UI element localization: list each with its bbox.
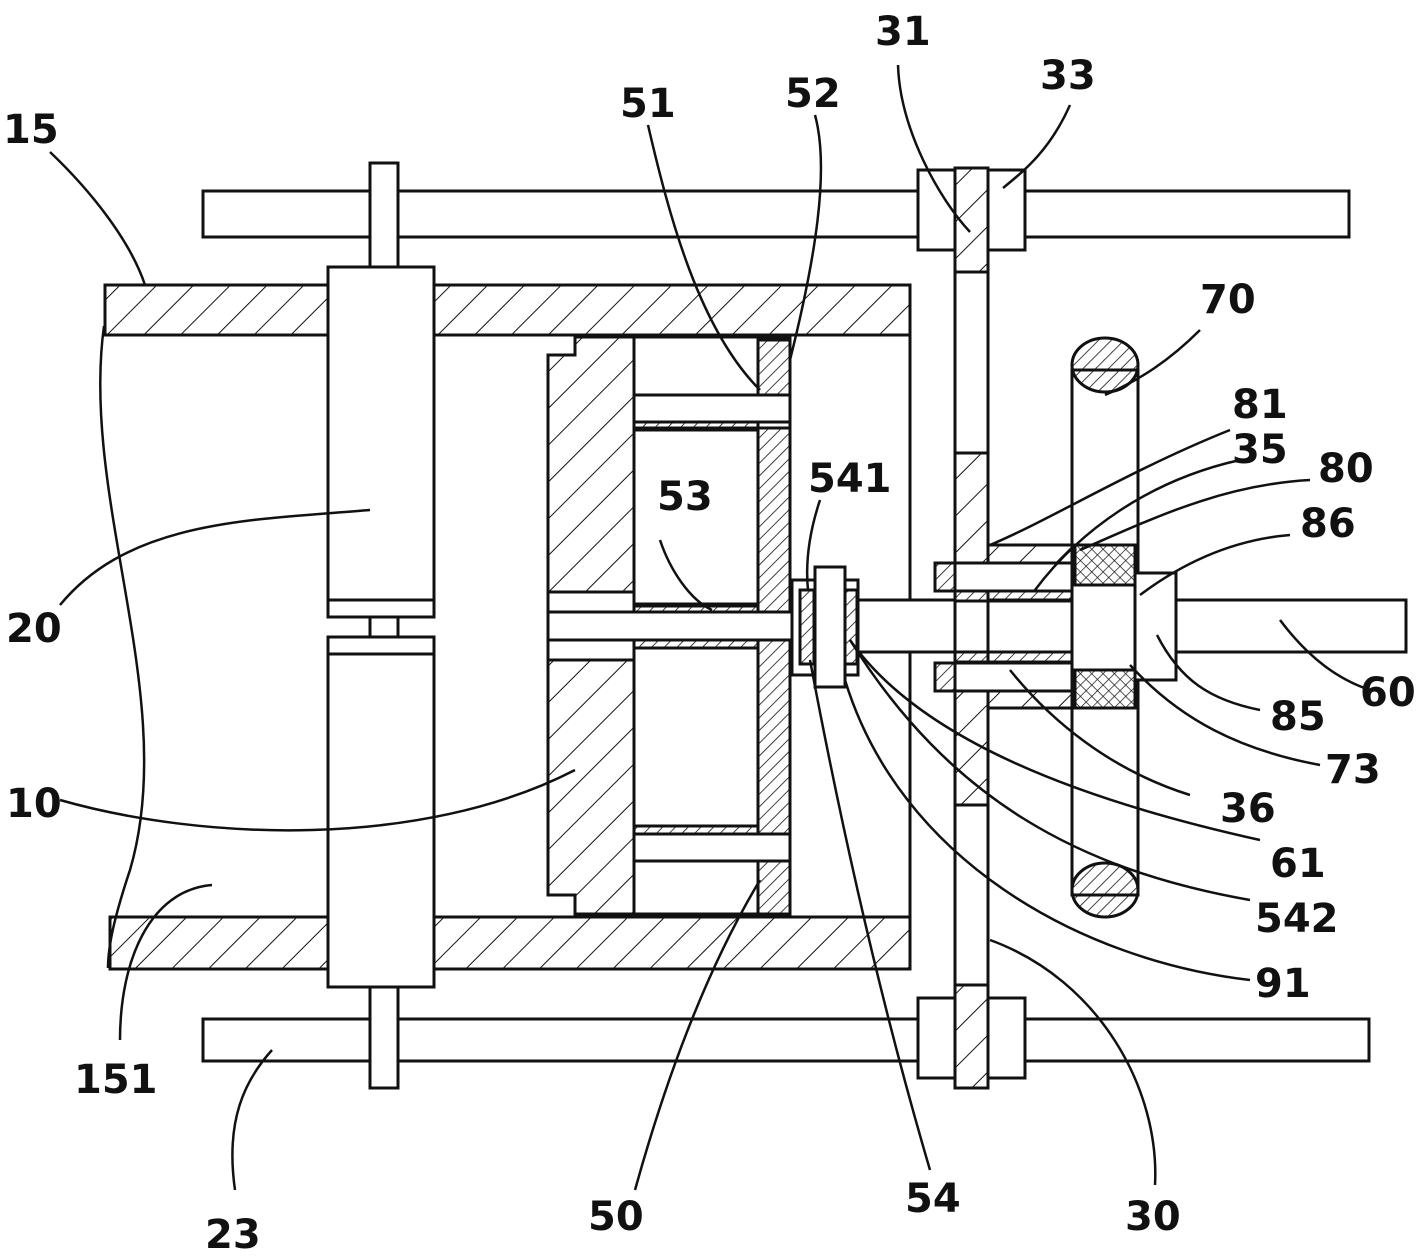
label-10: 10 <box>6 781 62 827</box>
label-86: 86 <box>1300 501 1356 547</box>
label-70: 70 <box>1200 277 1256 323</box>
coupling-inner <box>813 565 847 689</box>
label-81: 81 <box>1232 382 1288 428</box>
nut-top-right <box>986 168 1027 252</box>
piston-shaft <box>546 610 820 642</box>
clamp-block-upper <box>326 265 436 619</box>
tube-break-line <box>98 325 146 969</box>
inner-block-lower <box>632 646 760 828</box>
label-91: 91 <box>1255 961 1311 1007</box>
vertical-plate <box>953 166 990 1090</box>
wheel-top-section <box>1070 336 1140 394</box>
label-33: 33 <box>1040 53 1096 99</box>
label-35: 35 <box>1232 427 1288 473</box>
label-85: 85 <box>1270 694 1326 740</box>
label-53: 53 <box>657 474 713 520</box>
label-60: 60 <box>1360 670 1416 716</box>
label-23: 23 <box>205 1212 261 1258</box>
label-15: 15 <box>3 107 59 153</box>
hatched-plate <box>756 338 792 397</box>
label-54: 54 <box>905 1176 961 1222</box>
nut-top-left <box>916 168 957 252</box>
label-30: 30 <box>1125 1194 1181 1240</box>
label-541: 541 <box>808 456 892 502</box>
label-50: 50 <box>588 1194 644 1240</box>
wheel-hub-lower <box>1073 668 1137 710</box>
tube-top-wall <box>103 283 912 337</box>
wheel-bottom-section <box>1070 861 1140 919</box>
wheel-hub-upper <box>1073 543 1137 587</box>
label-542: 542 <box>1255 896 1339 942</box>
label-51: 51 <box>620 81 676 127</box>
nut-bottom-left <box>916 996 957 1080</box>
label-61: 61 <box>1270 841 1326 887</box>
piston-body <box>546 335 636 594</box>
label-20: 20 <box>6 606 62 652</box>
label-31: 31 <box>875 9 931 55</box>
label-73: 73 <box>1325 747 1381 793</box>
clamp-block-lower <box>326 635 436 989</box>
label-151: 151 <box>74 1057 158 1103</box>
wheel-body <box>1070 368 1140 897</box>
piston-body-lower <box>546 658 636 916</box>
label-80: 80 <box>1318 446 1374 492</box>
label-52: 52 <box>785 71 841 117</box>
end-cap <box>1133 571 1178 682</box>
tube-bottom-wall <box>108 915 912 971</box>
nut-bottom-right <box>986 996 1027 1080</box>
label-36: 36 <box>1220 786 1276 832</box>
